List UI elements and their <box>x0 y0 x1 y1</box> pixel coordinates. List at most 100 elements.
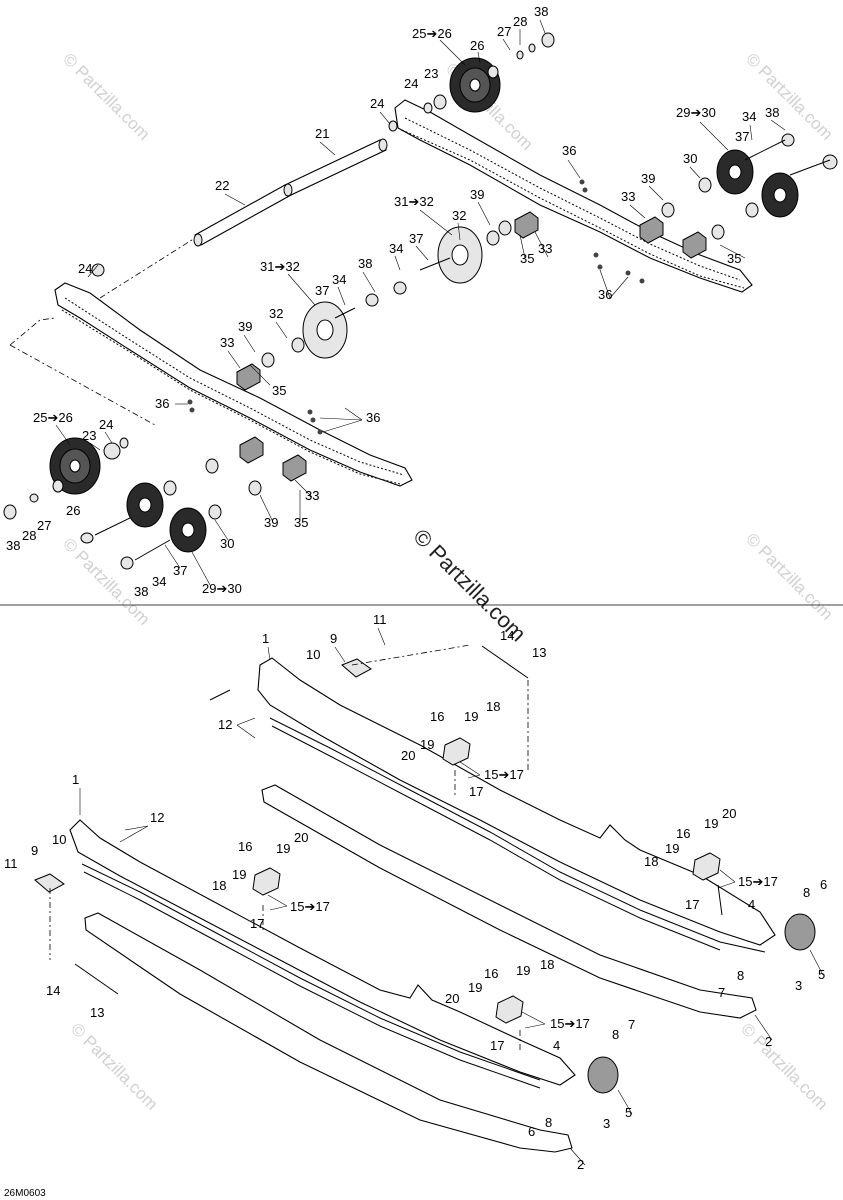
axle-block <box>236 363 261 391</box>
callout-label: 32 <box>452 208 466 223</box>
callout-label: 34 <box>152 574 166 589</box>
callout-label: 15➔17 <box>290 899 330 914</box>
callout-label: 2 <box>577 1157 584 1172</box>
callout-label: 38 <box>134 584 148 599</box>
callout-labels: 25➔26 26 27 28 38 23 24 24 21 22 29➔30 3… <box>4 4 827 1199</box>
callout-label: 19 <box>704 816 718 831</box>
upper-slide-rail <box>257 657 776 946</box>
callout-label: 5 <box>818 967 825 982</box>
callout-label: 19 <box>665 841 679 856</box>
callout-label: 17 <box>490 1038 504 1053</box>
callout-label: 34 <box>389 241 403 256</box>
callout-label: 27 <box>497 24 511 39</box>
callout-label: 24 <box>99 417 113 432</box>
callout-label: 17 <box>469 784 483 799</box>
watermark: © Partzilla.com <box>59 534 153 628</box>
callout-label: 8 <box>545 1115 552 1130</box>
callout-label: 20 <box>294 830 308 845</box>
callout-label: 23 <box>82 428 96 443</box>
callout-label: 14 <box>46 983 60 998</box>
callout-label: 26 <box>470 38 484 53</box>
callout-label: 21 <box>315 126 329 141</box>
callout-label: 11 <box>4 856 18 871</box>
callout-label: 17 <box>250 916 264 931</box>
callout-label: 1 <box>72 772 79 787</box>
callout-label: 15➔17 <box>550 1016 590 1031</box>
lower-assembly <box>34 644 816 1153</box>
callout-label: 33 <box>538 241 552 256</box>
callout-label: 33 <box>220 335 234 350</box>
callout-label: 26 <box>66 503 80 518</box>
callout-label: 19 <box>468 980 482 995</box>
callout-label: 25➔26 <box>33 410 73 425</box>
callout-label: 18 <box>486 699 500 714</box>
callout-label: 35 <box>294 515 308 530</box>
callout-label: 37 <box>173 563 187 578</box>
callout-label: 22 <box>215 178 229 193</box>
callout-label: 38 <box>6 538 20 553</box>
callout-label: 29➔30 <box>202 581 242 596</box>
callout-label: 24 <box>78 261 92 276</box>
callout-label: 36 <box>155 396 169 411</box>
watermark: © Partzilla.com <box>737 1019 831 1113</box>
callout-label: 39 <box>238 319 252 334</box>
callout-label: 16 <box>676 826 690 841</box>
callout-label: 14 <box>500 628 514 643</box>
callout-label: 11 <box>373 612 387 627</box>
axle-block <box>682 231 707 259</box>
callout-label: 10 <box>52 832 66 847</box>
callout-label: 35 <box>727 251 741 266</box>
callout-label: 13 <box>90 1005 104 1020</box>
lower-slider <box>84 912 573 1153</box>
top-drive-wheel <box>388 32 555 132</box>
callout-label: 28 <box>513 14 527 29</box>
callout-label: 23 <box>424 66 438 81</box>
axle-block <box>239 436 264 464</box>
callout-label: 19 <box>516 963 530 978</box>
callout-label: 12 <box>150 810 164 825</box>
axle-block <box>282 454 307 482</box>
callout-label: 25➔26 <box>412 26 452 41</box>
rail-bracket <box>34 873 65 893</box>
callout-label: 1 <box>262 631 269 646</box>
callout-label: 8 <box>737 968 744 983</box>
callout-label: 30 <box>220 536 234 551</box>
callout-label: 4 <box>553 1038 560 1053</box>
upper-slider <box>261 784 757 1019</box>
callout-label: 39 <box>470 187 484 202</box>
callout-label: 6 <box>528 1124 535 1139</box>
callout-label: 4 <box>748 897 755 912</box>
callout-label: 16 <box>238 839 252 854</box>
callout-label: 19 <box>420 737 434 752</box>
callout-label: 31➔32 <box>260 259 300 274</box>
upper-assembly <box>3 32 838 570</box>
callout-label: 27 <box>37 518 51 533</box>
callout-label: 15➔17 <box>484 767 524 782</box>
watermarks: © Partzilla.com © Partzilla.com © Partzi… <box>59 49 836 1113</box>
callout-label: 20 <box>401 748 415 763</box>
callout-label: 17 <box>685 897 699 912</box>
callout-label: 19 <box>232 867 246 882</box>
small-bolts <box>187 179 645 435</box>
diagram-code: 26M0603 <box>4 1188 46 1199</box>
callout-label: 3 <box>603 1116 610 1131</box>
callout-label: 35 <box>520 251 534 266</box>
callout-label: 20 <box>445 991 459 1006</box>
callout-label: 18 <box>644 854 658 869</box>
callout-label: 6 <box>820 877 827 892</box>
callout-label: 12 <box>218 717 232 732</box>
watermark: © Partzilla.com <box>67 1019 161 1113</box>
callout-label: 24 <box>370 96 384 111</box>
callout-label: 28 <box>22 528 36 543</box>
axle-block <box>639 216 664 244</box>
callout-label: 37 <box>409 231 423 246</box>
watermark: © Partzilla.com <box>742 529 836 623</box>
callout-label: 34 <box>332 272 346 287</box>
callout-label: 3 <box>795 978 802 993</box>
callout-label: 18 <box>540 957 554 972</box>
callout-label: 8 <box>612 1027 619 1042</box>
stop-block <box>442 737 471 766</box>
callout-label: 7 <box>628 1017 635 1032</box>
end-roller <box>784 913 816 951</box>
callout-label: 36 <box>366 410 380 425</box>
